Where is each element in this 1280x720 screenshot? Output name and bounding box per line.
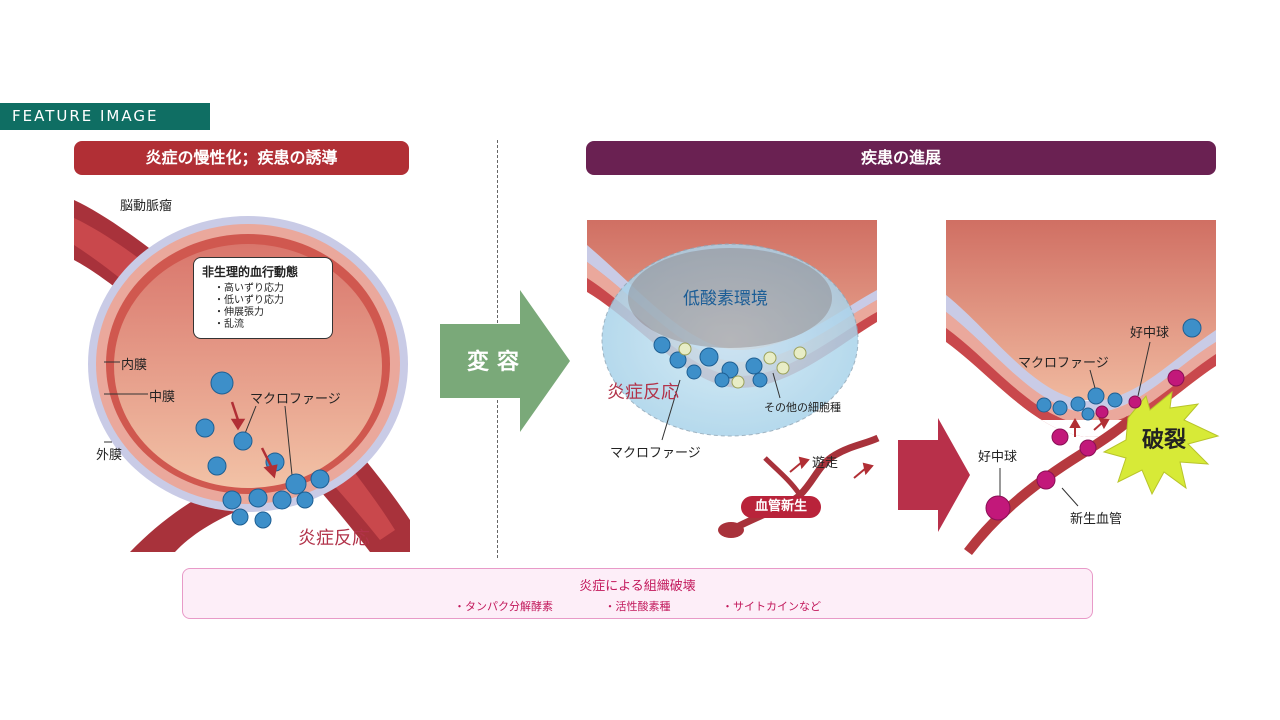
neutrophil-top-leader [1137, 341, 1151, 397]
angiogenesis-badge: 血管新生 [741, 496, 821, 518]
bubble-item: ・乱流 [214, 319, 244, 330]
right-migration-arrows [1069, 417, 1110, 437]
middle-other-cells [678, 342, 807, 389]
intima-label: 内膜 [121, 358, 148, 373]
right-macrophage-leader [1089, 369, 1096, 389]
left-inflammation-label: 炎症反応 [298, 528, 370, 549]
new-vessel-label: 新生血管 [1070, 512, 1123, 527]
other-cells-leader [772, 372, 781, 399]
middle-macrophages [653, 336, 768, 388]
neutrophil-top-label: 好中球 [1130, 326, 1170, 341]
neutrophil-left-label: 好中球 [978, 450, 1018, 465]
tissue-destruction-items: ・タンパク分解酵素 ・活性酸素種 ・サイトカインなど [183, 598, 1092, 614]
bubble-item: ・高いずり応力 [214, 283, 284, 294]
macrophage-leader-2 [284, 405, 293, 476]
middle-macrophage-leader [661, 379, 681, 441]
right-macrophage-label: マクロファージ [1018, 356, 1109, 371]
left-macrophages [195, 371, 330, 529]
tissue-destruction-box: 炎症による組織破壊 ・タンパク分解酵素 ・活性酸素種 ・サイトカインなど [182, 568, 1093, 619]
right-neutrophils [985, 369, 1185, 521]
rupture-label: 破裂 [1142, 428, 1187, 453]
hypoxia-zone [601, 243, 859, 437]
macrophage-leader-1 [243, 405, 257, 437]
progression-arrow [898, 418, 970, 532]
bubble-title: 非生理的血行動態 [202, 265, 299, 279]
adventitia-label: 外膜 [96, 448, 123, 463]
hypoxia-core [628, 248, 832, 348]
migration-arrows [789, 456, 874, 479]
feature-image-tag: FEATURE IMAGE [0, 103, 210, 130]
middle-inflammation-label: 炎症反応 [607, 382, 679, 403]
destruction-item: ・活性酸素種 [604, 600, 671, 613]
destruction-item: ・サイトカインなど [722, 600, 821, 613]
migration-label: 遊走 [812, 456, 839, 471]
transition-label: 変容 [467, 350, 528, 375]
tissue-destruction-title: 炎症による組織破壊 [579, 579, 696, 594]
left-macrophage-label: マクロファージ [250, 392, 341, 407]
rupture-burst [1102, 390, 1220, 496]
right-section-header: 疾患の進展 [586, 141, 1216, 175]
destruction-item: ・タンパク分解酵素 [454, 600, 553, 613]
other-cells-label: その他の細胞種 [764, 401, 841, 414]
media-label: 中膜 [149, 390, 176, 405]
left-migration-arrows [230, 401, 278, 479]
aneurysm-label: 脳動脈瘤 [120, 199, 173, 214]
middle-macrophage-label: マクロファージ [610, 446, 701, 461]
angiogenesis-vessel [718, 434, 880, 538]
hemodynamics-bubble: 非生理的血行動態 ・高いずり応力 ・低いずり応力 ・伸展張力 ・乱流 [193, 257, 333, 339]
new-vessel-leader [1061, 487, 1079, 507]
hypoxia-label: 低酸素環境 [683, 289, 768, 309]
bubble-item: ・伸展張力 [214, 307, 264, 318]
right-macrophages [1036, 318, 1202, 421]
left-section-header: 炎症の慢性化；疾患の誘導 [74, 141, 409, 175]
transition-arrow [440, 290, 570, 432]
bubble-item: ・低いずり応力 [214, 295, 284, 306]
